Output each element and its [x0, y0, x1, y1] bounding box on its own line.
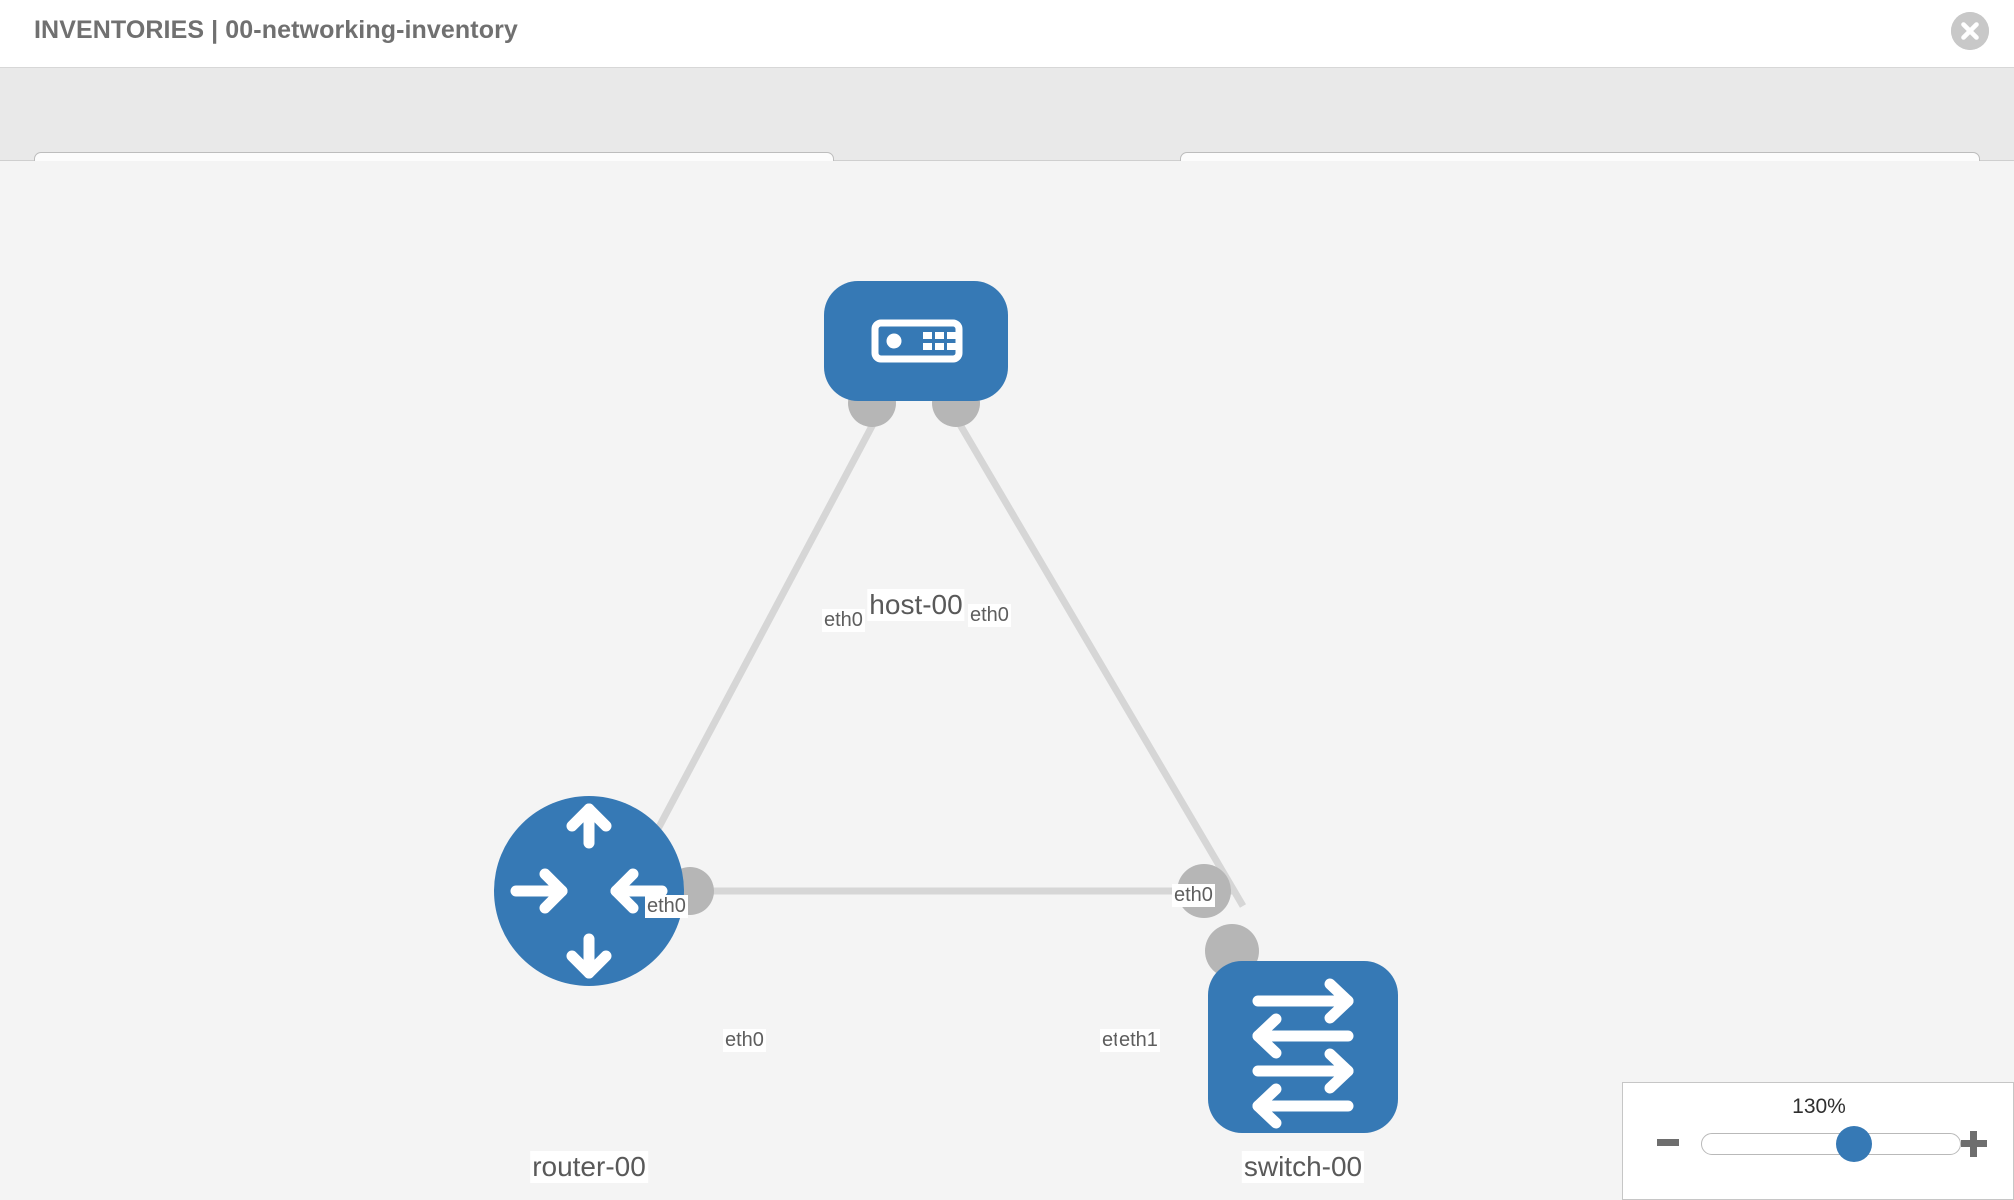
iface-label-switch-up: eth0: [1172, 884, 1215, 907]
zoom-out-button[interactable]: [1657, 1139, 1679, 1146]
link-host-switch: [948, 409, 1247, 908]
zoom-control-panel: 130%: [1622, 1082, 2014, 1200]
router-icon: [510, 803, 668, 979]
node-label-router-00: router-00: [530, 1151, 648, 1183]
topology-links: [621, 409, 1247, 908]
iface-label-host-right: eth0: [968, 604, 1011, 627]
iface-label-router-right: eth0: [723, 1029, 766, 1052]
server-icon: [923, 332, 956, 350]
iface-label-router-up: eth0: [645, 895, 688, 918]
zoom-slider[interactable]: [1701, 1126, 1961, 1162]
link-host-router: [621, 409, 884, 893]
node-label-switch-00: switch-00: [1241, 1151, 1365, 1183]
page-header: INVENTORIES | 00-networking-inventory: [0, 0, 2014, 68]
zoom-level-value: 130%: [1792, 1095, 1846, 1118]
close-icon[interactable]: [1951, 12, 1989, 50]
topology-canvas[interactable]: eth0 eth0 eth0 eth0 eth0 eth eth1 host-0…: [0, 161, 2014, 1200]
iface-label-switch-left: eth1: [1117, 1029, 1160, 1052]
node-switch-00[interactable]: [1208, 961, 1398, 1133]
switch-icon: [1252, 978, 1354, 1129]
page-title: INVENTORIES | 00-networking-inventory: [34, 16, 518, 44]
node-host-00[interactable]: [824, 281, 1008, 401]
node-router-00[interactable]: [494, 796, 684, 986]
toolbar: ACTIONS SEARCH: [0, 68, 2014, 208]
topology-graph[interactable]: [0, 161, 2014, 1200]
zoom-in-button[interactable]: [1961, 1131, 1987, 1157]
zoom-slider-thumb[interactable]: [1836, 1126, 1873, 1162]
node-label-host-00: host-00: [867, 589, 965, 621]
iface-label-host-left: eth0: [822, 609, 865, 632]
